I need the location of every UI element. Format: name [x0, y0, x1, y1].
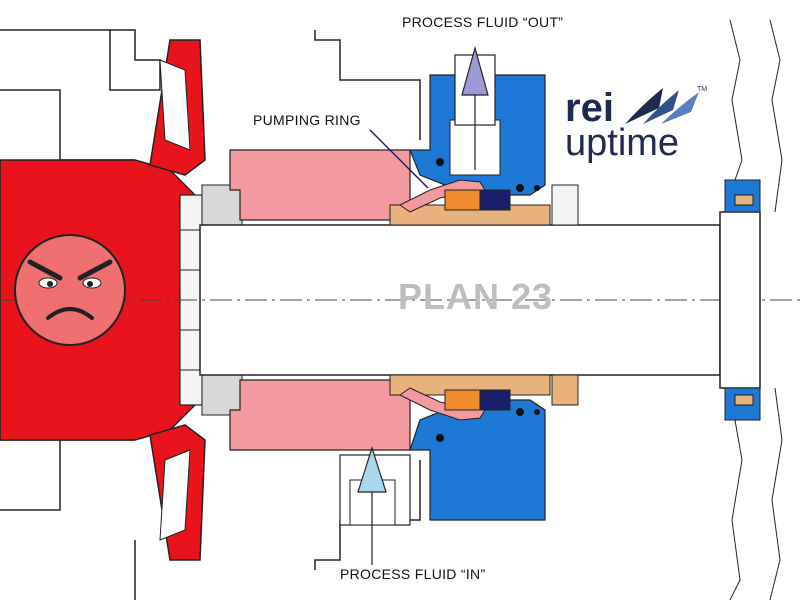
- rei-uptime-logo: rei uptime TM: [555, 80, 715, 166]
- pumping-ring-label: PUMPING RING: [253, 112, 361, 128]
- pumping-ring-leader: [369, 129, 429, 189]
- angry-face-icon: [14, 234, 126, 346]
- bearing-housing: [719, 19, 783, 600]
- logo-word-uptime: uptime: [565, 122, 680, 164]
- logo-word-rei: rei: [565, 86, 614, 130]
- shaft: [0, 224, 800, 376]
- process-fluid-out-label: PROCESS FLUID “OUT”: [402, 14, 564, 30]
- plan-title: PLAN 23: [398, 276, 554, 317]
- shaft-sleeve: [389, 184, 579, 406]
- gland-outline: [314, 30, 421, 570]
- seal-faces: [436, 158, 540, 442]
- process-fluid-in-label: PROCESS FLUID “IN”: [340, 566, 486, 582]
- logo-swoosh-icon: [625, 88, 699, 124]
- logo-trademark: TM: [697, 86, 708, 93]
